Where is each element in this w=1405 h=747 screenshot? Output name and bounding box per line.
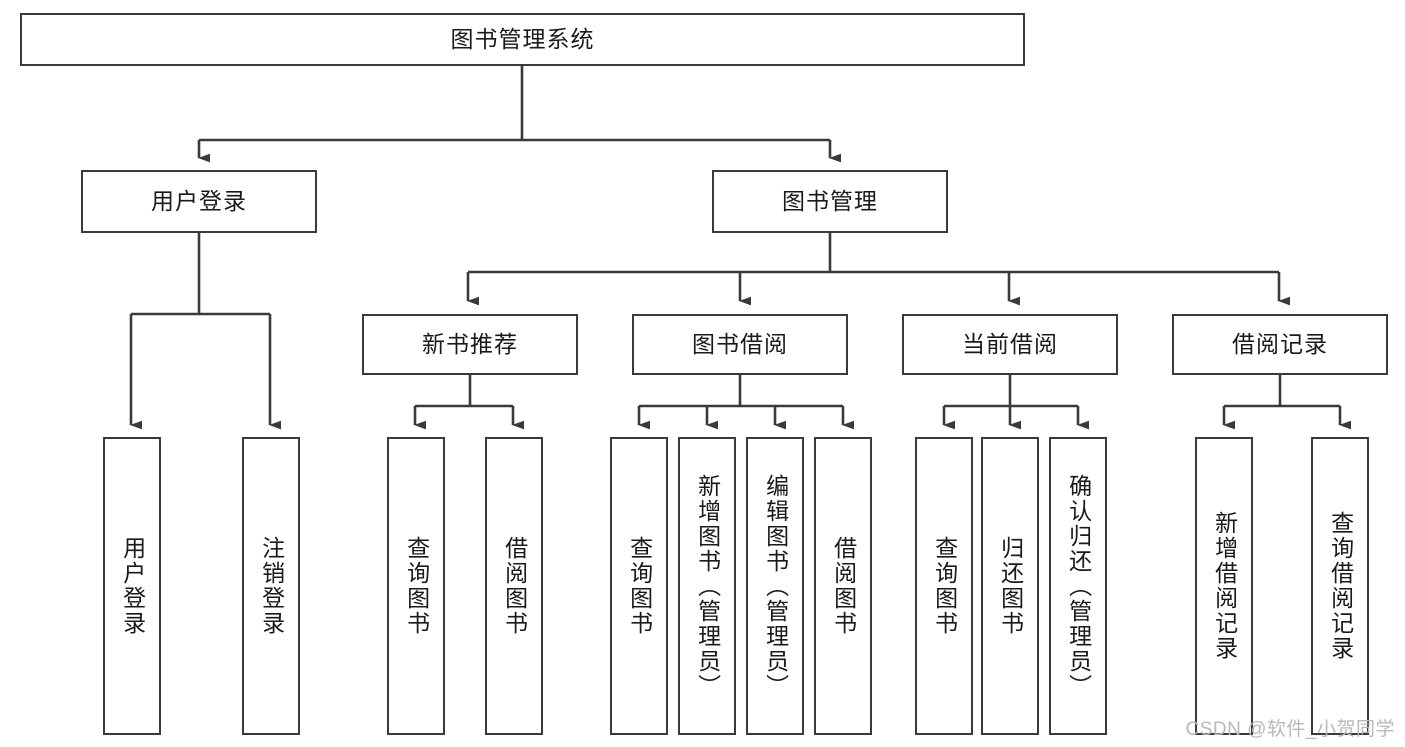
node-book-borrow[interactable]: 图书借阅 — [632, 314, 848, 375]
node-book-management[interactable]: 图书管理 — [712, 170, 948, 233]
node-label: 当前借阅 — [962, 330, 1058, 357]
node-label: 图书管理 — [782, 187, 878, 214]
node-root-book-management-system[interactable]: 图书管理系统 — [20, 13, 1025, 66]
node-label: 借阅记录 — [1232, 330, 1328, 357]
node-user-login[interactable]: 用户登录 — [81, 170, 317, 233]
leaf-new-book-borrow-book[interactable]: 借阅图书 — [485, 437, 543, 735]
node-label: 新书推荐 — [422, 330, 518, 357]
leaf-book-borrow-borrow-book[interactable]: 借阅图书 — [814, 437, 872, 735]
leaf-book-borrow-query-book[interactable]: 查询图书 — [610, 437, 668, 735]
leaf-new-book-query-book[interactable]: 查询图书 — [387, 437, 445, 735]
node-borrow-record[interactable]: 借阅记录 — [1172, 314, 1388, 375]
node-label: 新增图书（管理员） — [694, 473, 721, 699]
node-label: 图书管理系统 — [450, 25, 595, 52]
node-label: 查询图书 — [626, 536, 653, 636]
leaf-current-borrow-confirm-return-admin[interactable]: 确认归还（管理员） — [1049, 437, 1107, 735]
node-label: 确认归还（管理员） — [1065, 473, 1092, 699]
node-label: 图书借阅 — [692, 330, 788, 357]
node-label: 用户登录 — [151, 187, 247, 214]
node-label: 借阅图书 — [830, 536, 857, 636]
node-label: 编辑图书（管理员） — [762, 473, 789, 699]
node-label: 借阅图书 — [501, 536, 528, 636]
node-label: 查询图书 — [403, 536, 430, 636]
node-label: 用户登录 — [119, 536, 146, 636]
node-current-borrow[interactable]: 当前借阅 — [902, 314, 1118, 375]
node-label: 查询图书 — [931, 536, 958, 636]
node-label: 查询借阅记录 — [1327, 511, 1354, 661]
leaf-current-borrow-query-book[interactable]: 查询图书 — [915, 437, 973, 735]
node-label: 归还图书 — [997, 536, 1024, 636]
leaf-current-borrow-return-book[interactable]: 归还图书 — [981, 437, 1039, 735]
leaf-book-borrow-add-book-admin[interactable]: 新增图书（管理员） — [678, 437, 736, 735]
node-label: 注销登录 — [258, 536, 285, 636]
leaf-borrow-record-query-record[interactable]: 查询借阅记录 — [1311, 437, 1369, 735]
leaf-book-borrow-edit-book-admin[interactable]: 编辑图书（管理员） — [746, 437, 804, 735]
leaf-user-login-login[interactable]: 用户登录 — [103, 437, 161, 735]
node-label: 新增借阅记录 — [1211, 511, 1238, 661]
leaf-borrow-record-add-record[interactable]: 新增借阅记录 — [1195, 437, 1253, 735]
leaf-user-login-logout[interactable]: 注销登录 — [242, 437, 300, 735]
node-new-book-recommend[interactable]: 新书推荐 — [362, 314, 578, 375]
